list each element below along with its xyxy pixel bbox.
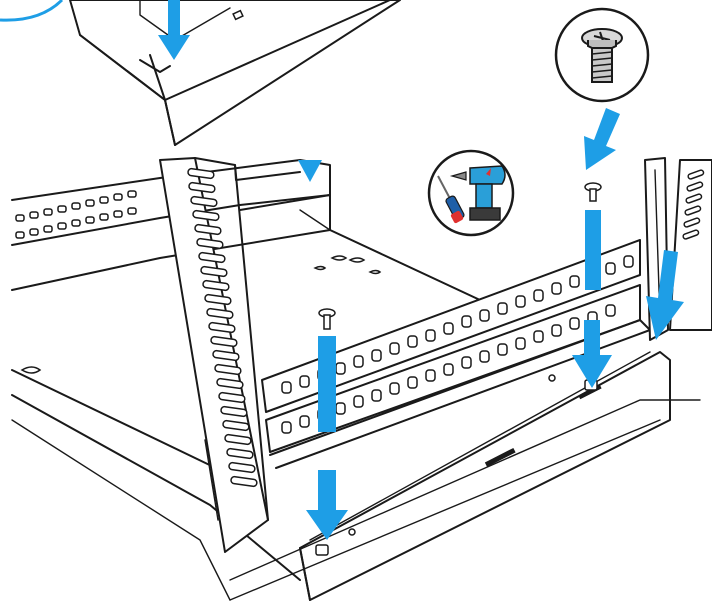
- upper-frame-edge: [149, 54, 166, 101]
- floor-edge: [329, 229, 481, 311]
- down-arrow: [646, 250, 684, 340]
- down-arrow: [158, 0, 190, 60]
- base-lip: [229, 399, 701, 581]
- screw: [318, 308, 336, 330]
- floor-slot: [313, 265, 327, 271]
- floor-slot: [330, 255, 348, 261]
- cabinet-frame: [11, 157, 712, 601]
- back-rail-holes: [15, 190, 137, 239]
- base-beam-slot: [484, 447, 516, 467]
- down-arrow: [584, 108, 620, 170]
- arrow-guide-bar: [318, 336, 336, 432]
- left-floor-edge: [11, 369, 221, 471]
- down-arrow: [298, 160, 322, 182]
- drill-and-screwdriver-icon: [437, 165, 506, 224]
- back-rail-bracket: [239, 194, 331, 231]
- screw-callout: [554, 7, 650, 103]
- base-lip: [229, 419, 661, 601]
- upper-frame-lip: [139, 59, 171, 73]
- floor-slot: [368, 269, 382, 275]
- upper-frame-rail: [139, 0, 231, 41]
- floor-slot: [20, 366, 42, 374]
- upper-frame-piece: [0, 0, 401, 146]
- upper-frame-slot: [232, 9, 244, 21]
- down-arrow: [306, 470, 348, 540]
- screw-icon: [581, 28, 623, 83]
- floor-slot: [348, 257, 366, 263]
- left-base-lip: [11, 419, 231, 601]
- down-arrow: [572, 320, 612, 388]
- back-rail-bottom: [11, 229, 331, 291]
- upper-frame-body: [69, 0, 401, 146]
- floor-seam: [299, 209, 331, 231]
- post-slots: [187, 167, 258, 488]
- upper-frame-edge: [164, 99, 176, 146]
- tool-callout: [427, 149, 515, 237]
- front-rails: [261, 239, 651, 469]
- tool-callout-ring: [427, 149, 515, 237]
- arrow-guide-bar: [585, 210, 601, 290]
- mount-hole: [315, 544, 329, 556]
- screw: [584, 182, 602, 202]
- left-base-edge: [11, 394, 301, 581]
- rotation-curve: [0, 0, 64, 22]
